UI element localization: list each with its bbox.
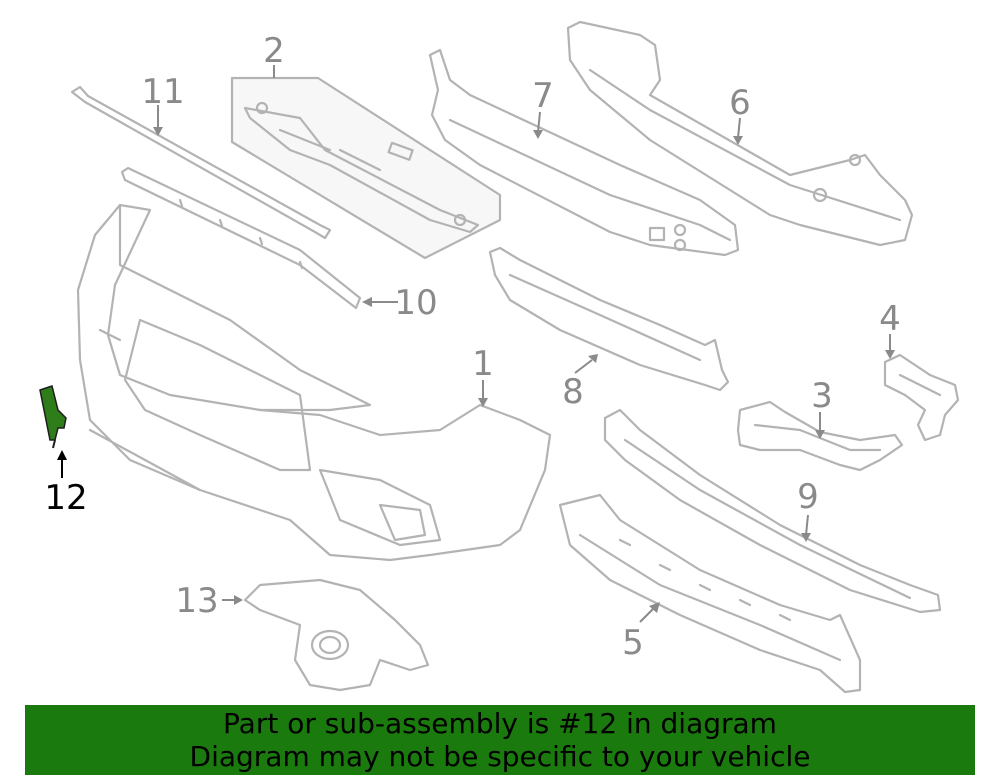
part-8-bracket [488, 246, 730, 392]
banner-line-2: Diagram may not be specific to your vehi… [189, 740, 811, 773]
part-6-beam [566, 20, 914, 247]
part-2-panel [230, 76, 502, 260]
part-13-fog-trim [243, 578, 430, 692]
callout-5: 5 [622, 623, 644, 663]
callout-4: 4 [879, 299, 901, 339]
callout-3: 3 [811, 376, 833, 416]
callout-1: 1 [472, 344, 494, 384]
callout-labels: 1 2 3 4 5 6 7 8 9 10 11 12 13 [44, 31, 900, 663]
callout-2: 2 [263, 31, 285, 71]
parts-diagram: 1 2 3 4 5 6 7 8 9 10 11 12 13 [39, 20, 960, 694]
callout-9: 9 [797, 477, 819, 517]
callout-7: 7 [532, 76, 554, 116]
callout-11: 11 [141, 72, 184, 112]
part-11-rod [70, 85, 332, 240]
part-1-bumper-cover [76, 203, 552, 562]
callout-8: 8 [562, 372, 584, 412]
banner-line-1: Part or sub-assembly is #12 in diagram [223, 707, 777, 740]
part-9-absorber [603, 408, 942, 614]
part-12-highlighted [39, 385, 67, 449]
part-5-absorber [558, 493, 862, 694]
leaders [57, 65, 895, 623]
part-4-bracket [883, 353, 960, 442]
callout-13: 13 [175, 581, 218, 621]
callout-6: 6 [729, 83, 751, 123]
callout-12: 12 [44, 478, 87, 518]
callout-10: 10 [394, 283, 437, 323]
info-banner: Part or sub-assembly is #12 in diagram D… [25, 705, 975, 775]
part-3-bracket [736, 400, 904, 472]
part-10-strip [120, 166, 362, 310]
part-7-beam [428, 48, 740, 257]
